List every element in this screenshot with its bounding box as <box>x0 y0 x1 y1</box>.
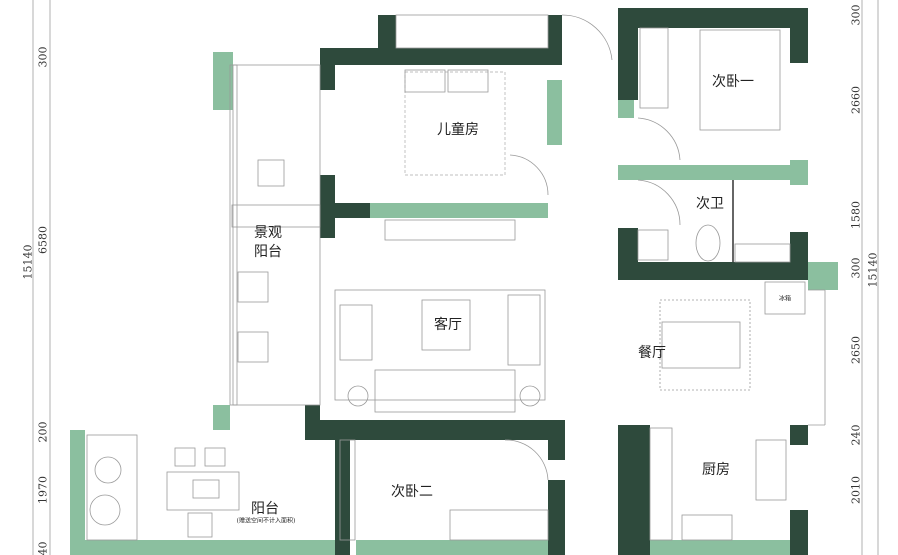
windows <box>70 52 838 555</box>
room-label-dining-room: 餐厅 <box>638 345 666 361</box>
dim-right: 240 <box>849 424 863 446</box>
room-label-view-balcony-2: 阳台 <box>254 244 282 260</box>
dim-left: 6580 <box>36 226 50 254</box>
room-label-view-balcony-1: 景观 <box>254 225 282 241</box>
room-label-kitchen: 厨房 <box>702 462 730 478</box>
dim-right: 300 <box>849 4 863 26</box>
room-label-second-bath: 次卫 <box>696 196 724 212</box>
dim-right: 2660 <box>849 86 863 114</box>
dim-right: 1580 <box>849 201 863 229</box>
walls <box>305 8 808 555</box>
dim-right-total: 15140 <box>866 252 880 288</box>
room-label-second-bedroom-2: 次卧二 <box>391 484 433 500</box>
thin-walls <box>229 14 826 481</box>
dim-left: 240 <box>36 541 50 555</box>
room-label-kids-room: 儿童房 <box>437 122 479 138</box>
room-label-second-bedroom-1: 次卧一 <box>712 74 754 90</box>
dim-left-total: 15140 <box>21 244 35 280</box>
dim-left: 200 <box>36 421 50 443</box>
dimension-lines <box>32 0 879 555</box>
room-label-balcony: 阳台 <box>251 501 279 517</box>
dim-right: 2650 <box>849 336 863 364</box>
fridge-label: 冰箱 <box>778 295 792 303</box>
balcony-note: (赠送空间不计入面积) <box>236 517 296 525</box>
furniture <box>86 27 806 541</box>
dim-left: 1970 <box>36 476 50 504</box>
dim-left: 300 <box>36 46 50 68</box>
room-label-living-room: 客厅 <box>434 317 462 333</box>
dim-right: 2010 <box>849 476 863 504</box>
dim-right: 300 <box>849 257 863 279</box>
